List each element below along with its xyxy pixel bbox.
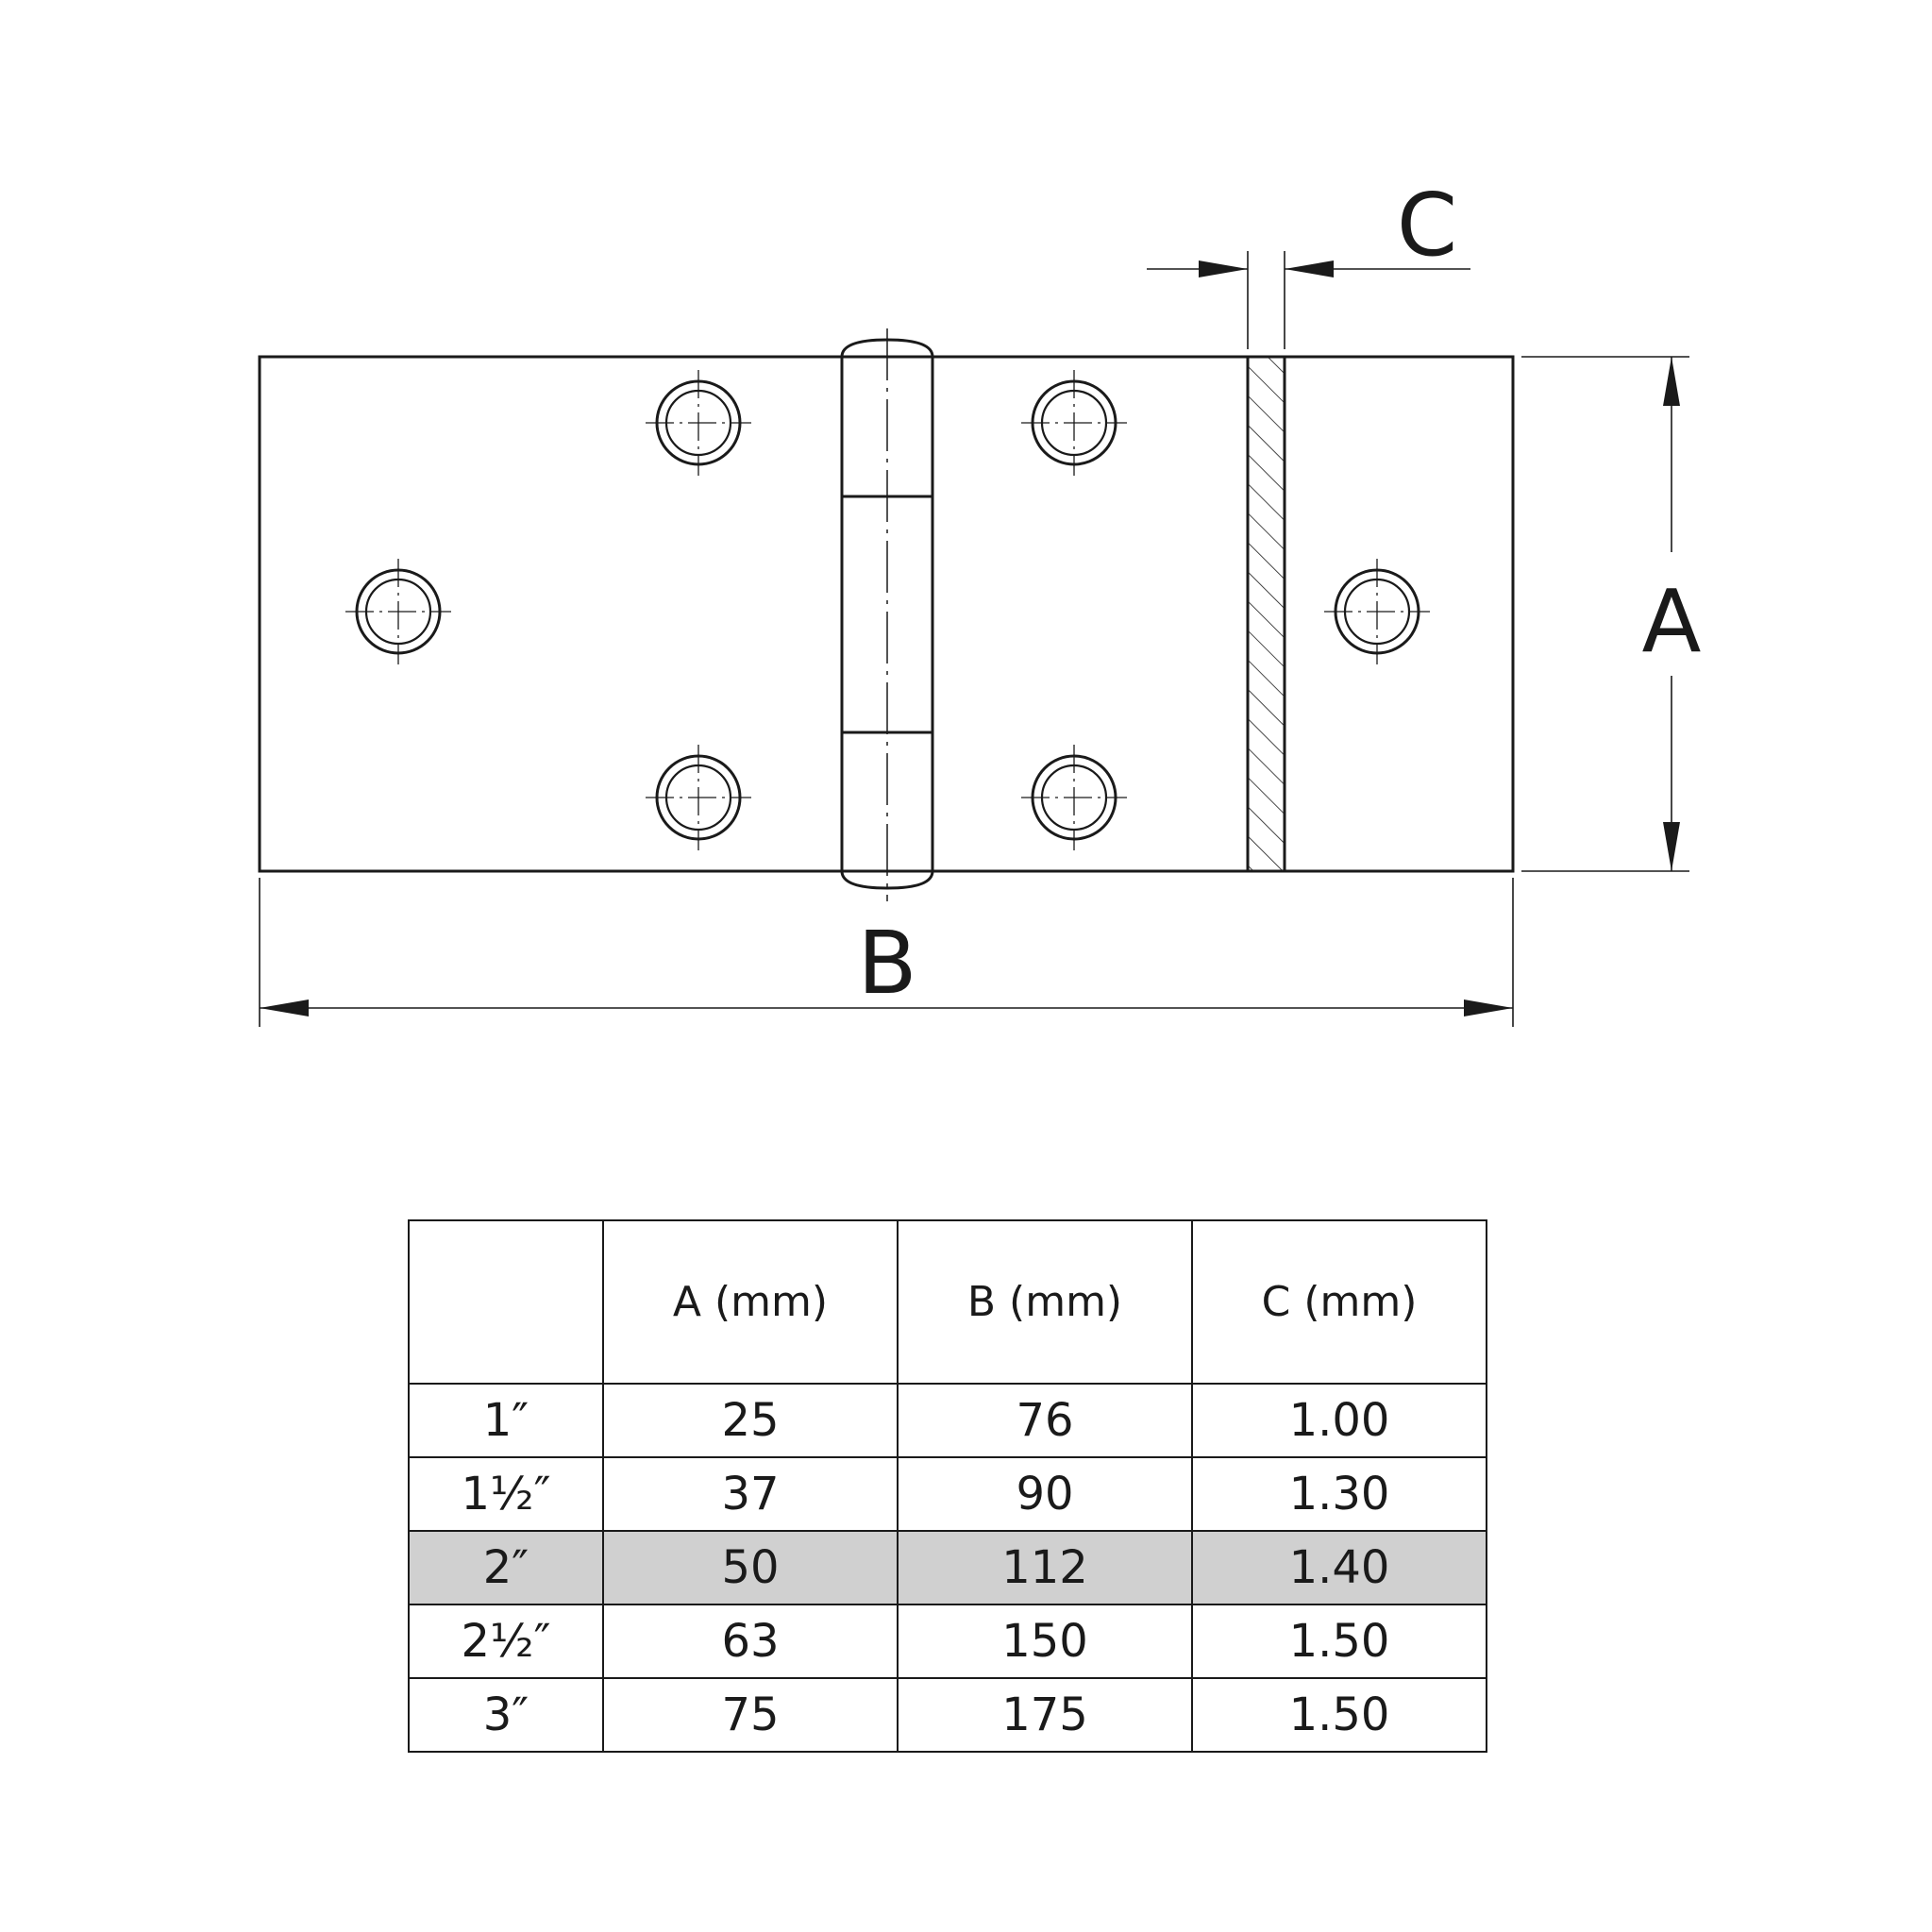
hinge-drawing: B A C <box>258 175 1702 1027</box>
hatched-section <box>1246 355 1286 873</box>
cell-c: 1.50 <box>1191 1677 1487 1753</box>
cell-size: 2″ <box>408 1530 604 1605</box>
cell-size: 1½″ <box>408 1456 604 1532</box>
cell-a: 37 <box>602 1456 899 1532</box>
dimensions-table: A (mm) B (mm) C (mm) 1″ 25 76 1.00 1½″ 3… <box>408 1219 1487 1753</box>
cell-c: 1.00 <box>1191 1383 1487 1458</box>
table-row: 1″ 25 76 1.00 <box>408 1383 1487 1458</box>
cell-c: 1.40 <box>1191 1530 1487 1605</box>
cell-size: 1″ <box>408 1383 604 1458</box>
cell-size: 2½″ <box>408 1604 604 1679</box>
cell-size: 3″ <box>408 1677 604 1753</box>
dim-label-a: A <box>1642 571 1702 672</box>
header-a: A (mm) <box>602 1219 899 1385</box>
dim-a-arrow-bottom <box>1663 822 1680 871</box>
dim-a-arrow-top <box>1663 357 1680 406</box>
dim-b-arrow-right <box>1464 1000 1513 1016</box>
cell-c: 1.50 <box>1191 1604 1487 1679</box>
hinge-plate-outline <box>258 355 1515 873</box>
cell-b: 175 <box>897 1677 1193 1753</box>
header-size <box>408 1219 604 1385</box>
dim-label-b: B <box>857 913 916 1014</box>
cell-b: 112 <box>897 1530 1193 1605</box>
header-b: B (mm) <box>897 1219 1193 1385</box>
table-header-row: A (mm) B (mm) C (mm) <box>408 1219 1487 1385</box>
screw-hole <box>646 745 751 850</box>
cell-a: 63 <box>602 1604 899 1679</box>
table-row: 3″ 75 175 1.50 <box>408 1677 1487 1753</box>
cell-a: 25 <box>602 1383 899 1458</box>
dim-b-arrow-left <box>260 1000 309 1016</box>
cell-b: 150 <box>897 1604 1193 1679</box>
header-c: C (mm) <box>1191 1219 1487 1385</box>
table-row: 2½″ 63 150 1.50 <box>408 1604 1487 1679</box>
cell-b: 76 <box>897 1383 1193 1458</box>
screw-hole <box>1021 745 1127 850</box>
dim-label-c: C <box>1397 175 1457 276</box>
screw-hole <box>345 559 451 664</box>
screw-hole <box>646 370 751 476</box>
dim-c-arrow-left <box>1199 260 1248 277</box>
table-row: 1½″ 37 90 1.30 <box>408 1456 1487 1532</box>
screw-hole <box>1324 559 1430 664</box>
cell-b: 90 <box>897 1456 1193 1532</box>
screw-hole <box>1021 370 1127 476</box>
cell-a: 75 <box>602 1677 899 1753</box>
table-row: 2″ 50 112 1.40 <box>408 1530 1487 1605</box>
dim-c-arrow-right <box>1285 260 1334 277</box>
cell-c: 1.30 <box>1191 1456 1487 1532</box>
cell-a: 50 <box>602 1530 899 1605</box>
